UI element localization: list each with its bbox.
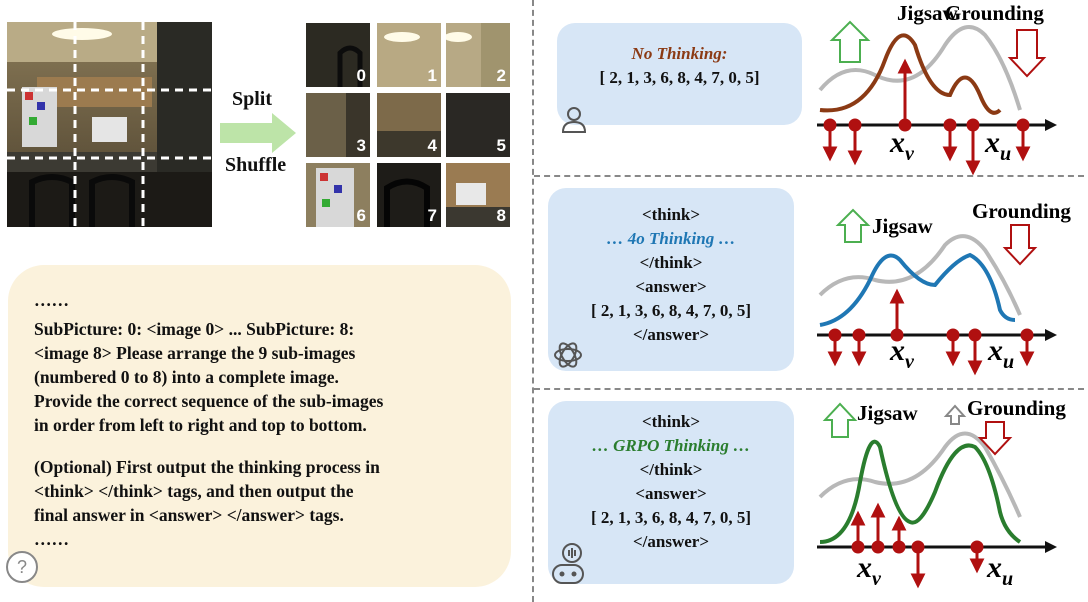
tile-3: 3: [306, 93, 370, 157]
grounding-small-up-arrow: [943, 404, 967, 425]
think-open-tag: <think>: [641, 412, 701, 431]
grounding-curve: [818, 25, 1022, 111]
attention-plot-grpo-thinking: Jigsaw Grounding xv xu: [817, 396, 1066, 590]
grounding-down-arrow: [1007, 29, 1047, 78]
prompt-line: SubPicture: 0: <image 0> ... SubPicture:…: [34, 319, 355, 339]
think-close-tag: </think>: [639, 253, 703, 272]
jigsaw-label: Jigsaw: [857, 401, 919, 425]
jigsaw-curve-grpo: [819, 439, 1022, 544]
answer-bubble-no-thinking: [557, 23, 802, 125]
tile-1: 1: [377, 23, 441, 87]
thinking-label: No Thinking:: [631, 44, 728, 63]
think-close-tag: </think>: [639, 460, 703, 479]
shuffle-label: Shuffle: [225, 154, 287, 176]
prompt-box: [8, 265, 511, 587]
thinking-label: … 4o Thinking …: [606, 229, 736, 248]
answer-sequence: [ 2, 1, 3, 6, 8, 4, 7, 0, 5]: [590, 301, 752, 320]
xu-label: xu: [984, 126, 1011, 165]
prompt-line: Provide the correct sequence of the sub-…: [34, 391, 384, 411]
jigsaw-up-arrow: [835, 208, 871, 243]
grounding-label: Grounding: [967, 396, 1066, 420]
prompt-line: <image 8> Please arrange the 9 sub-image…: [34, 343, 356, 363]
tile-5: 5: [446, 93, 510, 157]
prompt-ellipsis-bottom: ……: [34, 529, 69, 549]
xv-label: xv: [889, 126, 915, 165]
kitchen-photo: [7, 22, 212, 227]
tile-4: 4: [377, 93, 441, 157]
grounding-curve: [818, 234, 1022, 316]
grounding-label: Grounding: [972, 199, 1071, 223]
prompt-line: (numbered 0 to 8) into a complete image.: [34, 367, 339, 387]
split-arrow: [220, 113, 300, 158]
jigsaw-label: Jigsaw: [897, 1, 959, 25]
jigsaw-up-arrow: [829, 20, 871, 63]
attention-plot-no-thinking: Jigsaw Grounding xv xu: [817, 1, 1057, 175]
grounding-down-arrow: [977, 421, 1013, 456]
think-open-tag: <think>: [641, 205, 701, 224]
tile-7: 7: [377, 163, 441, 227]
jigsaw-curve-4o: [819, 252, 1016, 327]
answer-close-tag: </answer>: [632, 325, 710, 344]
answer-bubble-4o-thinking: [548, 188, 794, 371]
split-label: Split: [232, 88, 273, 110]
openai-logo-icon: [550, 337, 586, 378]
tile-0: 0: [306, 23, 370, 87]
horizontal-separator: [534, 175, 1084, 177]
vertical-separator: [532, 0, 534, 602]
tile-2: 2: [446, 23, 510, 87]
prompt-ellipsis-top: ……: [34, 290, 69, 310]
xv-label: xv: [856, 551, 882, 590]
prompt-line: in order from left to right and top to b…: [34, 415, 367, 435]
xu-label: xu: [986, 551, 1013, 590]
jigsaw-curve-no-thinking: [819, 33, 1002, 115]
answer-open-tag: <answer>: [635, 277, 707, 296]
help-icon: ?: [6, 551, 38, 583]
prompt-optional-line: final answer in <answer> </answer> tags.: [34, 505, 344, 525]
xu-label: xu: [987, 334, 1014, 373]
horizontal-separator: [534, 388, 1084, 390]
attention-plot-4o-thinking: Jigsaw Grounding xv xu: [817, 199, 1071, 376]
answer-bubble-grpo-thinking: [548, 401, 794, 584]
user-icon: [559, 105, 589, 140]
answer-close-tag: </answer>: [632, 532, 710, 551]
answer-open-tag: <answer>: [635, 484, 707, 503]
grounding-down-arrow: [1002, 224, 1038, 266]
tile-8: 8: [446, 163, 510, 227]
thinking-label: … GRPO Thinking …: [591, 436, 751, 455]
robot-voice-icon: [550, 543, 588, 592]
prompt-optional-line: <think> </think> tags, and then output t…: [34, 481, 354, 501]
tile-6: 6: [306, 163, 370, 227]
answer-sequence: [ 2, 1, 3, 6, 8, 4, 7, 0, 5]: [590, 508, 752, 527]
grounding-label: Grounding: [945, 1, 1044, 25]
prompt-optional-line: (Optional) First output the thinking pro…: [34, 457, 380, 477]
jigsaw-up-arrow: [822, 402, 858, 438]
answer-sequence: [ 2, 1, 3, 6, 8, 4, 7, 0, 5]: [599, 68, 760, 87]
xv-label: xv: [889, 334, 915, 373]
jigsaw-label: Jigsaw: [872, 214, 934, 238]
